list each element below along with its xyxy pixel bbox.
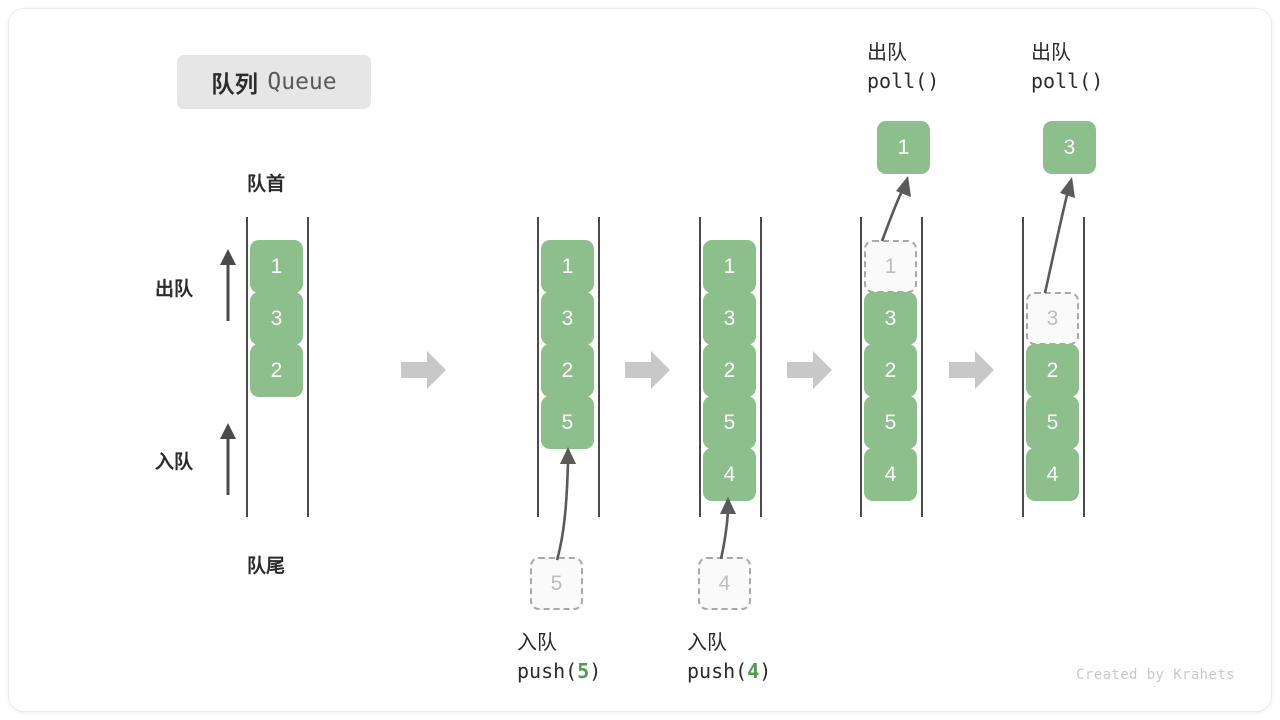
operation-label-push5: 入队 push(5)	[517, 629, 601, 686]
step-arrow-icon	[949, 350, 995, 390]
push4-num: 4	[747, 659, 760, 684]
rail-left-col2	[537, 217, 539, 517]
poll2-code: poll()	[1031, 69, 1104, 94]
queue-node: 4	[1026, 448, 1079, 501]
rail-left-col5	[1022, 217, 1024, 517]
rail-right-col1	[307, 217, 309, 517]
push4-prefix: push(	[687, 659, 748, 684]
step-arrow-icon	[401, 350, 447, 390]
push4-cn: 入队	[687, 632, 727, 654]
push4-flow-arrow-icon	[719, 497, 736, 560]
poll2-flow-arrow-icon	[1043, 177, 1075, 294]
rail-left-col1	[246, 217, 248, 517]
credit-text: Created by Krahets	[1076, 667, 1235, 683]
queue-node: 5	[703, 396, 756, 449]
rail-right-col5	[1083, 217, 1085, 517]
rail-right-col4	[921, 217, 923, 517]
title-en: Queue	[267, 69, 337, 95]
push4-suffix: )	[759, 659, 772, 684]
rail-right-col2	[598, 217, 600, 517]
queue-node: 3	[864, 292, 917, 345]
queue-node: 2	[1026, 344, 1079, 397]
title-cn: 队列	[211, 71, 259, 97]
operation-label-poll1: 出队 poll()	[867, 39, 939, 96]
enqueue-arrow-icon	[215, 421, 241, 497]
dequeue-arrow-icon	[215, 247, 241, 323]
incoming-ghost-node: 4	[698, 557, 751, 610]
diagram-card: 队列 Queue 队首 队尾 出队 入队 1 3 2	[8, 8, 1272, 712]
popped-node: 3	[1043, 121, 1096, 174]
push5-prefix: push(	[517, 659, 578, 684]
queue-node: 2	[541, 344, 594, 397]
queue-node: 5	[1026, 396, 1079, 449]
queue-node: 5	[864, 396, 917, 449]
queue-node: 3	[250, 292, 303, 345]
rail-right-col3	[760, 217, 762, 517]
queue-node: 1	[541, 240, 594, 293]
removed-ghost-node: 3	[1026, 292, 1079, 345]
step-arrow-icon	[625, 350, 671, 390]
push4-code: push(4)	[687, 657, 771, 685]
operation-label-push4: 入队 push(4)	[687, 629, 771, 686]
push5-code: push(5)	[517, 657, 601, 685]
queue-node: 3	[541, 292, 594, 345]
queue-node: 2	[703, 344, 756, 397]
title-badge: 队列 Queue	[177, 55, 371, 109]
label-queue-head: 队首	[247, 174, 286, 195]
label-queue-tail: 队尾	[247, 556, 286, 577]
rail-left-col3	[699, 217, 701, 517]
poll1-code: poll()	[867, 69, 940, 94]
queue-node: 2	[864, 344, 917, 397]
poll2-cn: 出队	[1031, 42, 1071, 64]
push5-flow-arrow-icon	[555, 447, 576, 561]
push5-cn: 入队	[517, 632, 557, 654]
rail-left-col4	[860, 217, 862, 517]
push5-suffix: )	[589, 659, 602, 684]
queue-node: 1	[703, 240, 756, 293]
queue-node: 4	[864, 448, 917, 501]
queue-node: 5	[541, 396, 594, 449]
push5-num: 5	[577, 659, 590, 684]
incoming-ghost-node: 5	[530, 557, 583, 610]
queue-node: 2	[250, 344, 303, 397]
queue-node: 1	[250, 240, 303, 293]
queue-node: 3	[703, 292, 756, 345]
operation-label-poll2: 出队 poll()	[1031, 39, 1103, 96]
step-arrow-icon	[787, 350, 833, 390]
poll1-cn: 出队	[867, 42, 907, 64]
label-enqueue-direction: 入队	[155, 452, 194, 473]
removed-ghost-node: 1	[864, 240, 917, 293]
label-dequeue-direction: 出队	[155, 279, 194, 300]
poll1-flow-arrow-icon	[880, 176, 911, 242]
popped-node: 1	[877, 121, 930, 174]
queue-node: 4	[703, 448, 756, 501]
